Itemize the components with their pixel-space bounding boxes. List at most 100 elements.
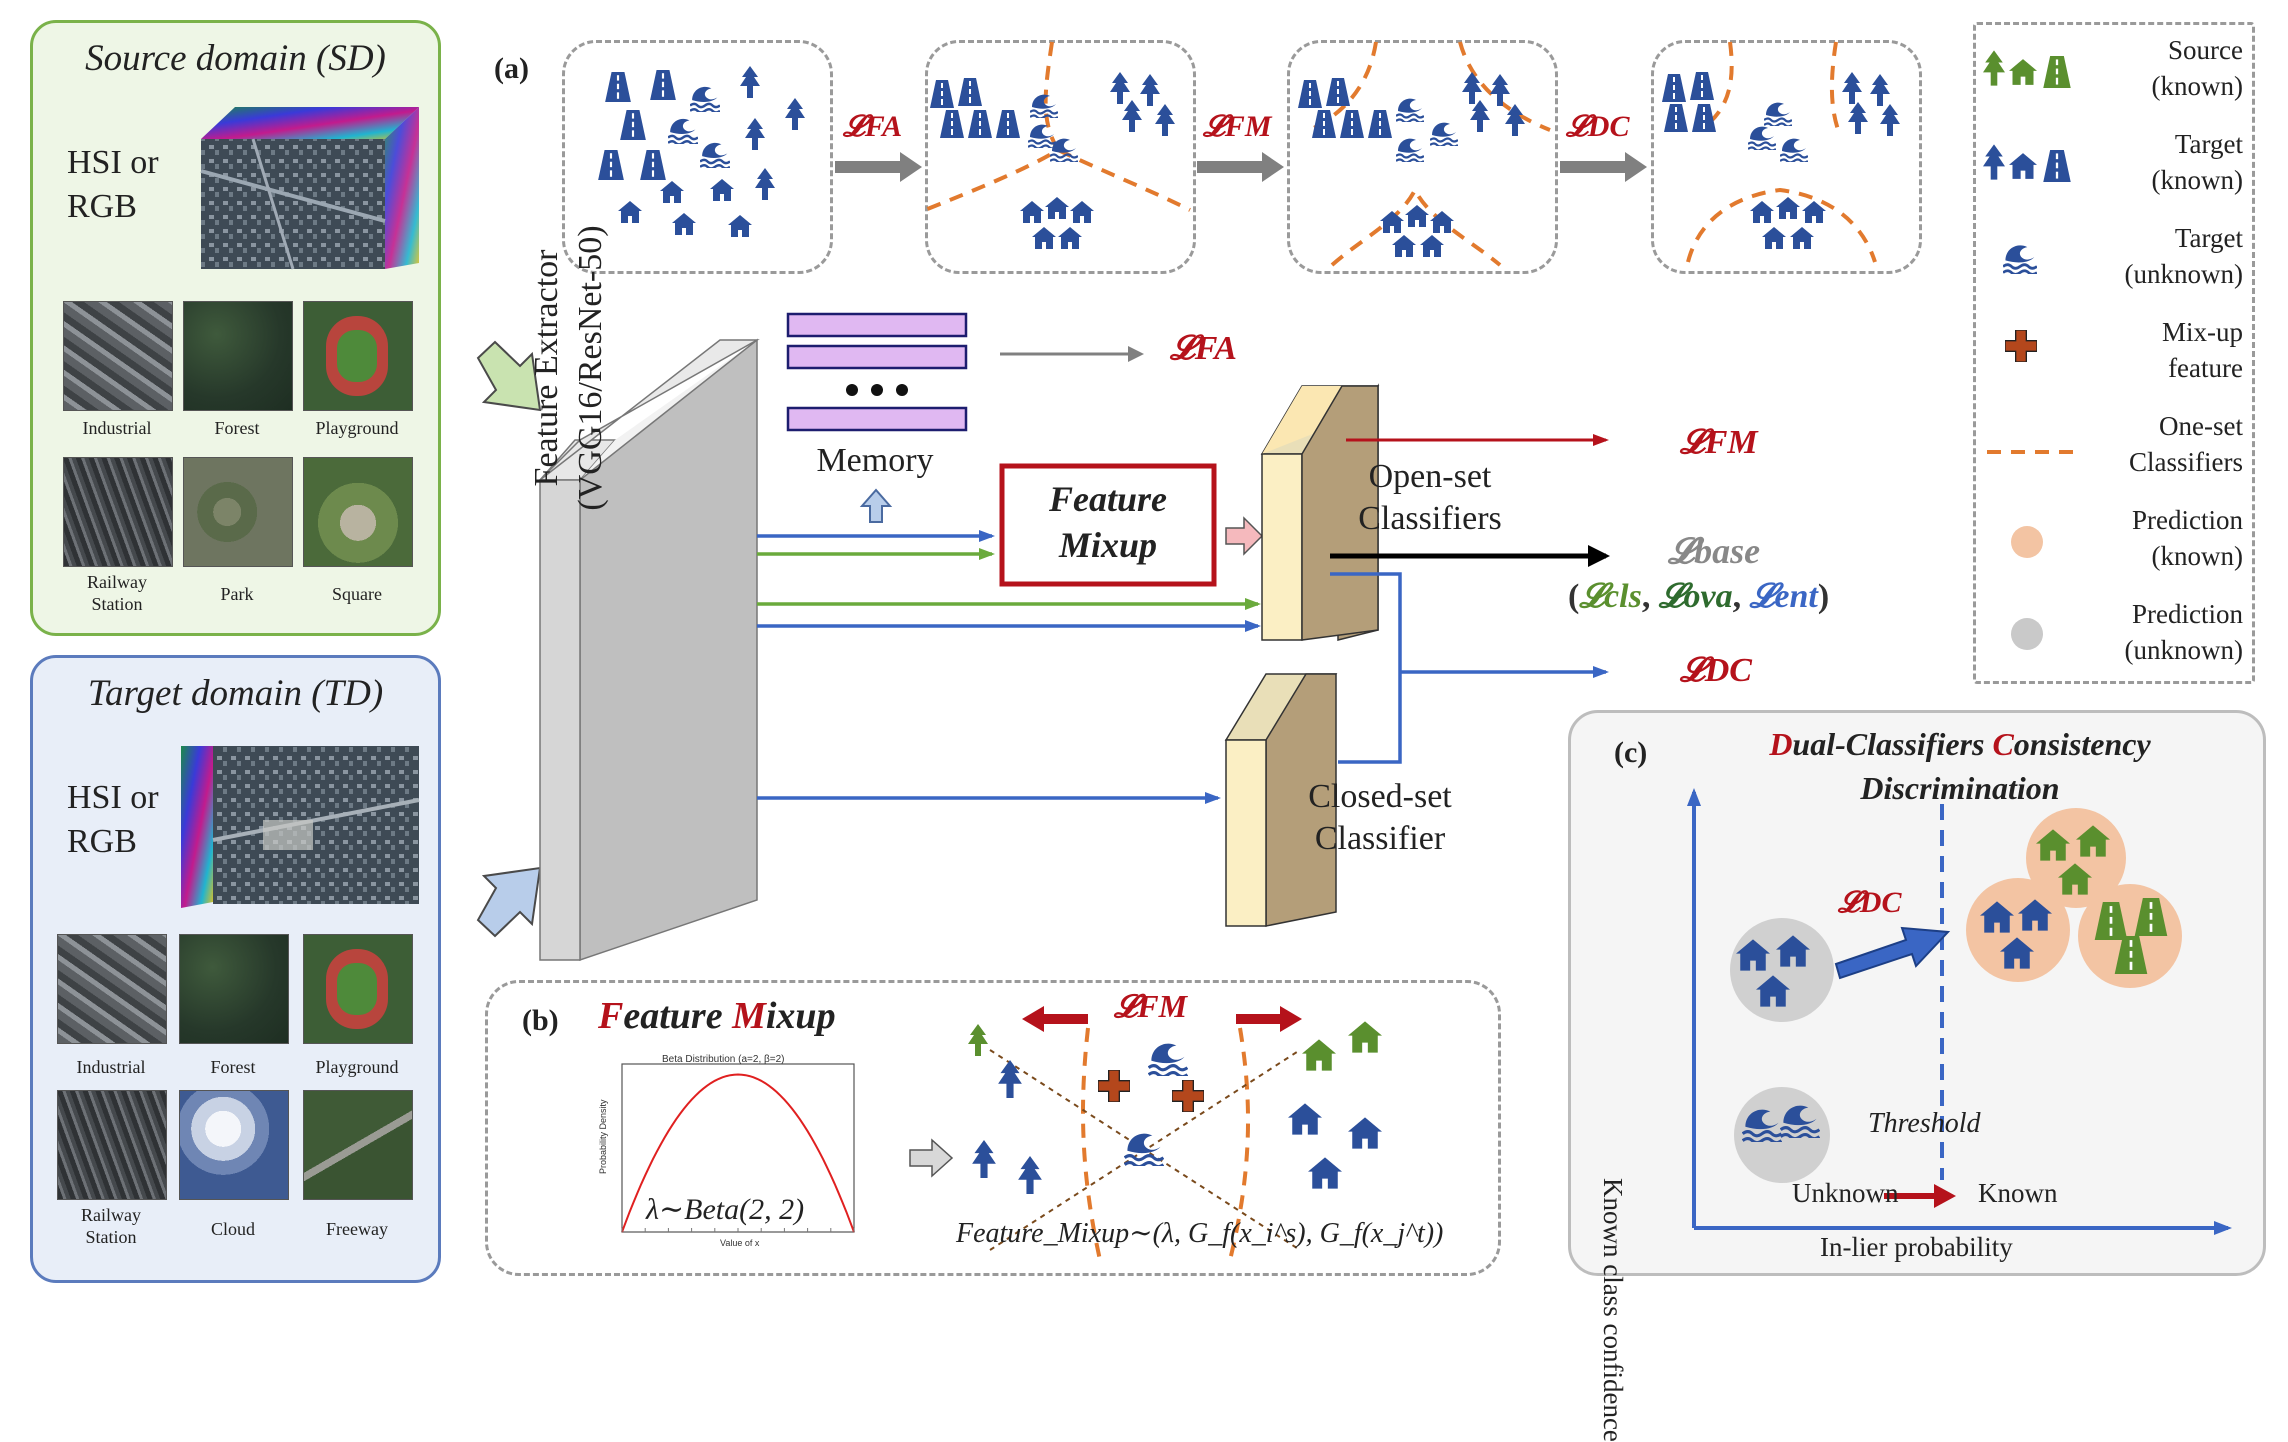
mixup-formula: Feature_Mixup∼(λ, G_f(x_i^s), G_f(x_j^t)… [956, 1218, 1444, 1249]
target-input-arrow [476, 866, 542, 938]
source-thumb-label-industrial: Industrial [82, 418, 152, 438]
loss-ent-label: 𝓛ent [1749, 578, 1818, 615]
source-thumb-label-forest: Forest [214, 418, 260, 438]
source-domain-panel: Source domain (SD) HSI or RGB Industrial… [30, 20, 441, 636]
pipeline-diagram [476, 312, 1610, 962]
cluster-icons-after-dc [1662, 72, 1900, 249]
source-thumb-label-playground: Playground [315, 418, 399, 438]
unknown-label: Unknown [1792, 1178, 1899, 1208]
feature-mixup-panel [485, 980, 1501, 1276]
source-thumb-playground [303, 301, 413, 411]
lfm-push-arrows [1022, 1006, 1302, 1032]
stage-arrow-1 [835, 152, 922, 182]
tree-icon [745, 118, 765, 150]
wave-icon [700, 141, 730, 168]
legend-pred-known-dot [2011, 526, 2043, 558]
open-set-classifier-block[interactable] [1261, 453, 1303, 641]
source-input-arrow [476, 340, 542, 412]
house-icon [1070, 201, 1094, 223]
loss-ova-label: 𝓛ova [1658, 578, 1733, 615]
source-thumb-label-square: Square [332, 584, 382, 604]
tree-icon [998, 1060, 1022, 1098]
legend-item-target-known: Target(known) [2151, 129, 2243, 195]
part-c-loss-dc: 𝓛DC [1838, 886, 1902, 919]
part-b-label: (b) [522, 1004, 559, 1037]
part-b-loss-fm: 𝓛FM [1114, 988, 1188, 1024]
tree-icon [968, 1024, 988, 1056]
lambda-formula: λ∼Beta(2, 2) [646, 1193, 805, 1226]
wave-icon [1124, 1132, 1164, 1166]
stage-loss-dc: 𝓛DC [1566, 110, 1630, 143]
road-icon [640, 150, 666, 180]
target-thumb-label-industrial: Industrial [76, 1057, 146, 1077]
memory-up-arrow [859, 488, 893, 523]
house-icon [1288, 1103, 1322, 1135]
road-icon [1664, 104, 1688, 132]
feature-extractor-label: Feature Extractor (VGG16/ResNet-50) [528, 225, 609, 511]
closed-set-classifier-label: Closed-set Classifier [1308, 778, 1452, 857]
house-icon [660, 181, 684, 203]
stage-loss-fm: 𝓛FM [1203, 110, 1272, 143]
part-a-label: (a) [494, 52, 529, 85]
road-icon [1690, 72, 1714, 100]
ldc-move-arrow [1834, 926, 1951, 980]
tree-icon [755, 168, 775, 200]
road-icon [1692, 104, 1716, 132]
loss-base-label: 𝓛base [1668, 531, 1761, 571]
target-domain-title: Target domain (TD) [87, 673, 384, 714]
cluster-icons-after-fm [1298, 72, 1525, 257]
source-hsi-label: HSI or RGB [67, 144, 159, 225]
house-icon [1762, 227, 1786, 249]
target-thumb-freeway [303, 1090, 413, 1200]
target-thumb-label-cloud: Cloud [210, 1219, 255, 1239]
part-c-title: Dual-Classifiers Consistency Discriminat… [1769, 726, 2151, 806]
house-icon [2009, 59, 2037, 85]
tree-icon [1848, 102, 1868, 134]
road-icon [1312, 110, 1336, 138]
legend-icons [1983, 50, 2083, 650]
loss-dc-label: 𝓛DC [1680, 652, 1752, 689]
house-icon [1790, 227, 1814, 249]
loss-base-components: (𝓛cls, 𝓛ova, 𝓛ent) [1568, 578, 1830, 615]
tree-icon [1842, 72, 1862, 104]
wave-icon [1780, 137, 1808, 162]
house-icon [1380, 211, 1404, 233]
closed-set-classifier-block[interactable] [1225, 739, 1267, 927]
feature-mixup-box[interactable] [999, 463, 1217, 587]
road-icon [620, 110, 646, 140]
tree-icon [1880, 104, 1900, 136]
road-icon [930, 80, 954, 108]
target-thumb-label-railway-station: Railway Station [81, 1205, 141, 1247]
house-icon [1045, 197, 1069, 219]
cross-icon [1172, 1080, 1204, 1112]
house-icon [1302, 1039, 1336, 1071]
wave-icon [668, 117, 698, 144]
house-icon [728, 215, 752, 237]
target-thumb-label-forest: Forest [210, 1057, 256, 1077]
house-icon [1776, 197, 1800, 219]
cross-icon [1098, 1070, 1130, 1102]
tree-icon [1983, 144, 2005, 180]
target-hsi-cube-image [181, 746, 420, 908]
wave-icon [1396, 97, 1424, 122]
known-prediction-circle-2 [1966, 878, 2070, 982]
open-set-classifiers-label: Open-set Classifiers [1358, 458, 1502, 537]
legend-target-unknown-icon [2003, 244, 2037, 274]
loss-fa-label: 𝓛FA [1170, 330, 1237, 367]
legend-mixup-icon [2005, 330, 2037, 362]
house-icon [1802, 201, 1826, 223]
road-icon [1368, 110, 1392, 138]
beta-plot-xlabel: Value of x [720, 1238, 760, 1248]
loss-cls-label: 𝓛cls [1579, 578, 1642, 615]
dashed-boundaries-after-fa [924, 41, 1191, 212]
house-icon [1392, 235, 1416, 257]
tree-icon [1110, 72, 1130, 104]
road-icon [605, 72, 631, 102]
dashed-boundaries-after-fm [1309, 41, 1551, 267]
road-icon [1340, 110, 1364, 138]
road-icon [1298, 80, 1322, 108]
plot-to-mixup-arrow [909, 1138, 954, 1178]
road-icon [1326, 78, 1350, 106]
beta-curve [621, 1073, 855, 1233]
wave-icon [1028, 123, 1056, 148]
